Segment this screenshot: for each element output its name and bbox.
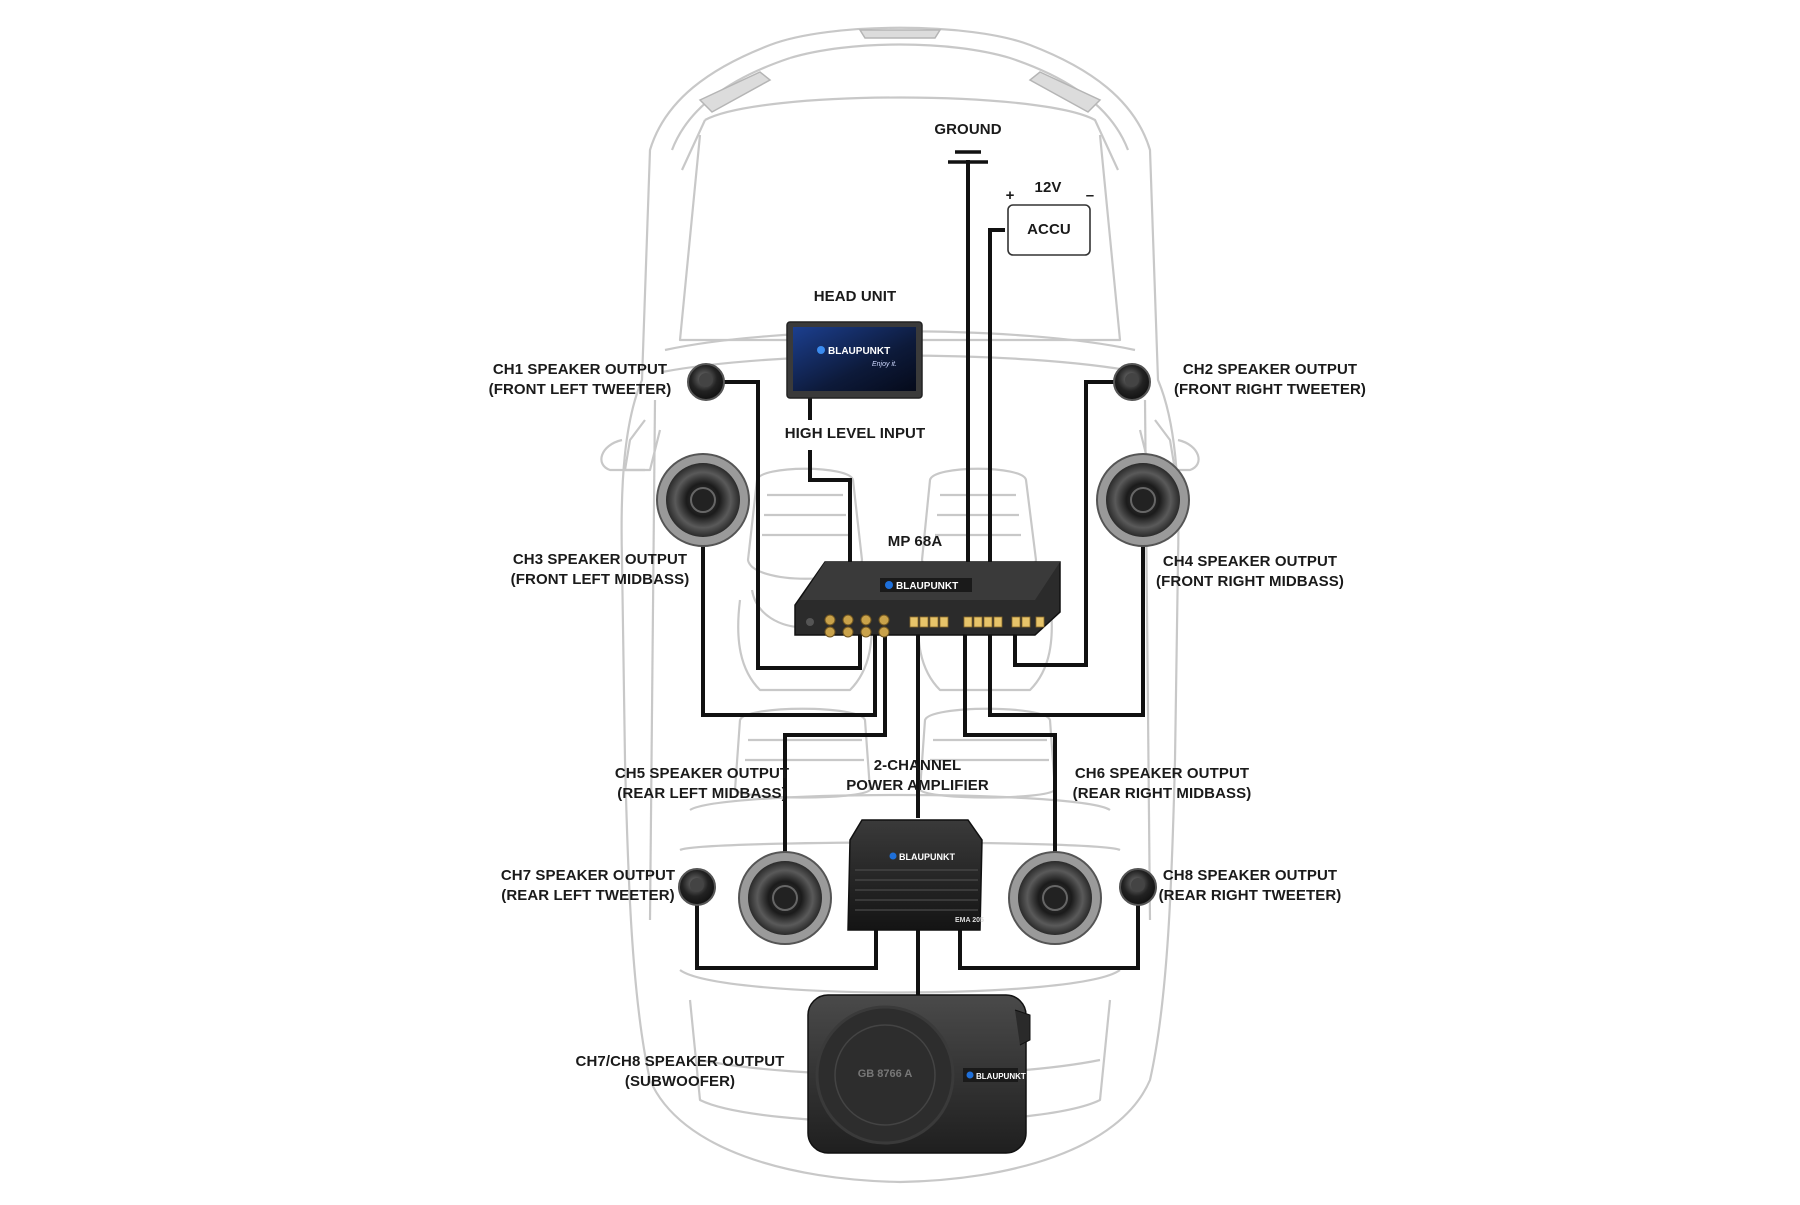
wiring xyxy=(695,160,1145,995)
head-unit-label: HEAD UNIT xyxy=(813,288,897,305)
processor-device: BLAUPUNKT xyxy=(794,561,1061,638)
ch8-label: CH8 SPEAKER OUTPUT(REAR RIGHT TWEETER) xyxy=(1158,867,1342,904)
ground-symbol-icon xyxy=(948,150,988,164)
minus-label: – xyxy=(1085,187,1095,204)
plus-label: + xyxy=(1005,187,1015,204)
accu-label: ACCU xyxy=(1027,221,1071,238)
ground-label: GROUND xyxy=(934,121,1002,138)
midbass-front-left xyxy=(656,453,750,547)
speaker-terminals xyxy=(909,616,1045,628)
ch78-label: CH7/CH8 SPEAKER OUTPUT(SUBWOOFER) xyxy=(575,1053,785,1090)
ch7-label: CH7 SPEAKER OUTPUT(REAR LEFT TWEETER) xyxy=(500,867,676,904)
head-unit-device: BLAUPUNKT Enjoy it. xyxy=(786,321,923,399)
accu-box xyxy=(1007,204,1091,256)
head-unit-logo: BLAUPUNKT xyxy=(828,346,890,357)
tweeter-rear-left xyxy=(678,868,716,906)
midbass-rear-right xyxy=(1008,851,1102,945)
midbass-front-right xyxy=(1096,453,1190,547)
amplifier-logo: BLAUPUNKT xyxy=(899,852,955,862)
ch5-label: CH5 SPEAKER OUTPUT(REAR LEFT MIDBASS) xyxy=(614,765,790,802)
amplifier-device: BLAUPUNKT EMA 205 xyxy=(847,819,984,931)
head-unit-slogan: Enjoy it. xyxy=(872,361,897,368)
processor-logo: BLAUPUNKT xyxy=(896,581,958,592)
ch3-label: CH3 SPEAKER OUTPUT(FRONT LEFT MIDBASS) xyxy=(510,551,690,588)
tweeter-front-left xyxy=(687,363,725,401)
car-front-details xyxy=(698,29,1102,113)
ch1-label: CH1 SPEAKER OUTPUT(FRONT LEFT TWEETER) xyxy=(488,361,672,398)
ch4-label: CH4 SPEAKER OUTPUT(FRONT RIGHT MIDBASS) xyxy=(1156,553,1344,590)
tweeter-rear-right xyxy=(1119,868,1157,906)
ch2-label: CH2 SPEAKER OUTPUT(FRONT RIGHT TWEETER) xyxy=(1173,361,1367,398)
subwoofer-device: GB 8766 A BLAUPUNKT xyxy=(807,994,1031,1154)
rca-connectors xyxy=(824,614,890,638)
subwoofer-logo: BLAUPUNKT xyxy=(976,1072,1026,1081)
processor-label: MP 68A xyxy=(887,533,943,550)
v12-label: 12V xyxy=(1034,179,1062,196)
ch6-label: CH6 SPEAKER OUTPUT(REAR RIGHT MIDBASS) xyxy=(1072,765,1252,802)
amplifier-model: EMA 205 xyxy=(955,917,984,924)
subwoofer-grille-text: GB 8766 A xyxy=(858,1068,913,1080)
midbass-rear-left xyxy=(738,851,832,945)
high-level-input-label: HIGH LEVEL INPUT xyxy=(784,425,926,442)
tweeter-front-right xyxy=(1113,363,1151,401)
